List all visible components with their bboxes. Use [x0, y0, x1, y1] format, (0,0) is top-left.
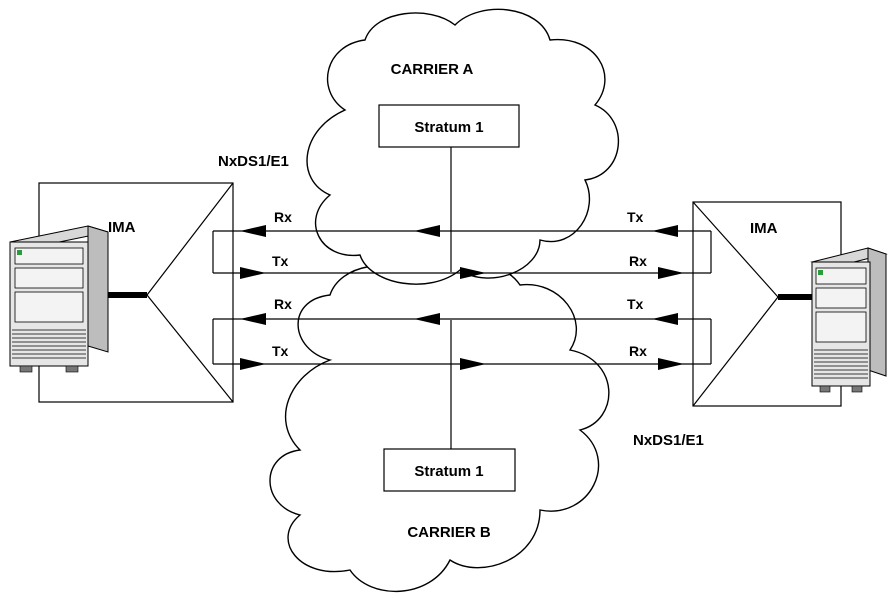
arrow-right-icon	[460, 358, 486, 370]
left-tx-label-1: Tx	[272, 253, 289, 269]
arrow-left-icon	[414, 225, 440, 237]
left-rx-label-2: Rx	[274, 296, 292, 312]
left-tx-label-2: Tx	[272, 343, 289, 359]
right-tx-label-2: Tx	[627, 296, 644, 312]
arrow-left-icon	[240, 225, 266, 237]
arrow-right-icon	[460, 267, 486, 279]
right-rx-label-1: Rx	[629, 253, 647, 269]
right-tx-label-1: Tx	[627, 209, 644, 225]
right-server-icon	[810, 247, 888, 393]
bottom-link-label: NxDS1/E1	[633, 432, 704, 449]
arrow-left-icon	[414, 313, 440, 325]
carrier-a-label: CARRIER A	[391, 61, 474, 78]
stratum-a-label: Stratum 1	[414, 119, 483, 136]
left-server-icon	[9, 225, 109, 373]
arrow-right-icon	[240, 358, 266, 370]
link-rails	[212, 231, 712, 364]
left-ima-label: IMA	[108, 219, 136, 236]
right-rx-label-2: Rx	[629, 343, 647, 359]
arrow-left-icon	[652, 313, 678, 325]
right-ima-label: IMA	[750, 220, 778, 237]
stratum-a-box	[378, 104, 520, 148]
top-link-label: NxDS1/E1	[218, 153, 289, 170]
carrier-b-cloud	[269, 261, 610, 592]
stratum-b-label: Stratum 1	[414, 463, 483, 480]
arrow-left-icon	[652, 225, 678, 237]
arrow-right-icon	[658, 358, 684, 370]
stratum-b-box	[383, 448, 516, 492]
arrow-right-icon	[658, 267, 684, 279]
carrier-b-label: CARRIER B	[407, 524, 491, 541]
arrow-left-icon	[240, 313, 266, 325]
left-rx-label-1: Rx	[274, 209, 292, 225]
arrowheads	[240, 225, 684, 370]
arrow-right-icon	[240, 267, 266, 279]
